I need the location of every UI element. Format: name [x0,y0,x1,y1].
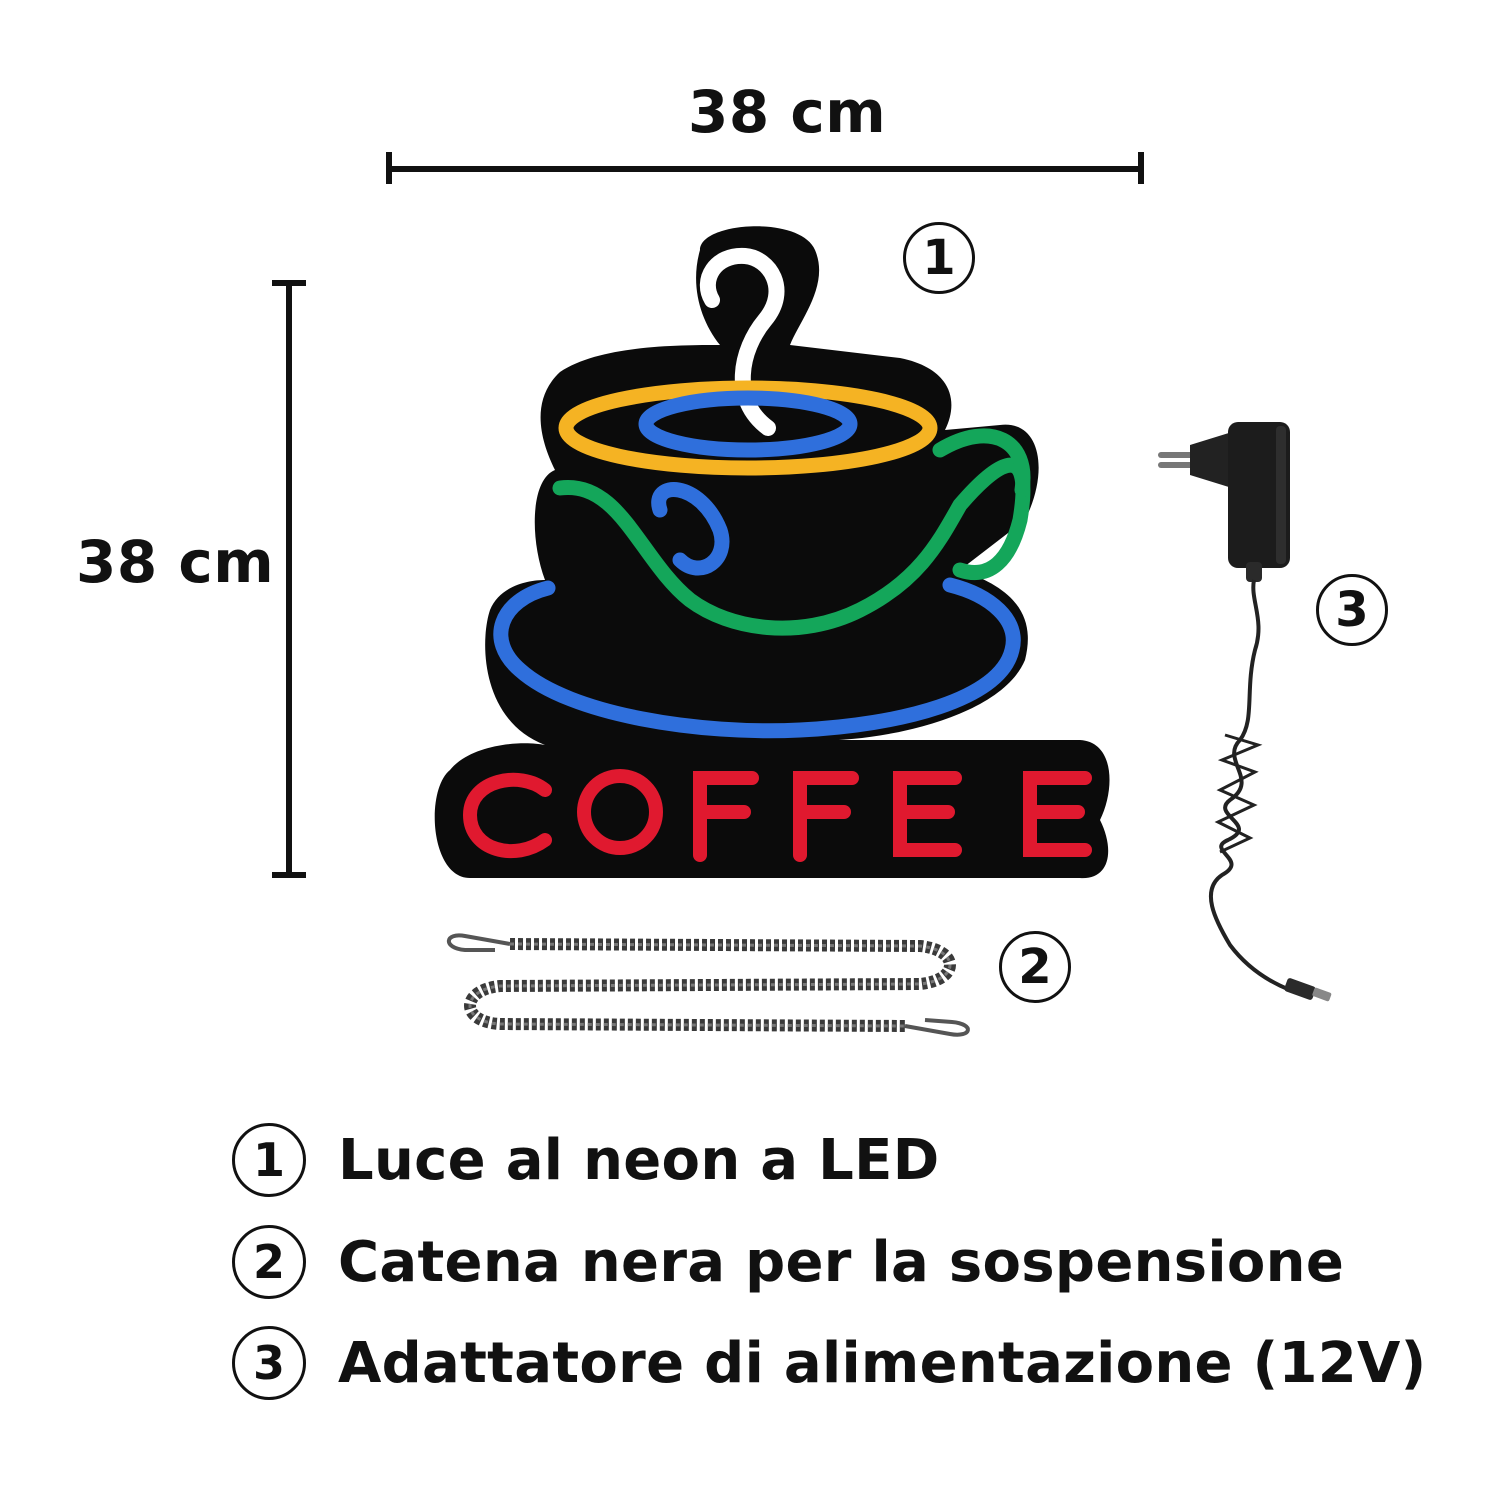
marker-sign: 1 [903,222,975,294]
saucer-neon [493,577,1021,739]
steam-neon [699,247,785,436]
height-dimension-cap-bottom [272,872,306,878]
cup-body-neon [552,457,1031,636]
adapter-prong-top [1158,452,1196,458]
hanging-chain [446,933,970,1037]
height-dimension-cap-top [272,280,306,286]
coffee-surface-neon [638,390,858,458]
legend-text-2: Catena nera per la sospensione [338,1229,1345,1295]
legend-text-1: Luce al neon a LED [338,1127,940,1193]
adapter-prong-bottom [1158,462,1196,468]
width-dimension-cap-right [1138,152,1144,184]
legend-number-1: 1 [232,1123,306,1197]
adapter-dc-tip [1312,987,1332,1002]
chain-hook-left [446,933,511,952]
letter-e2 [1023,771,1092,857]
legend-item-2: 2 Catena nera per la sospensione [232,1224,1344,1300]
power-adapter [1158,422,1332,1002]
adapter-cable-coil [1214,733,1263,854]
cup-rim-neon [558,380,938,476]
legend-number-2: 2 [232,1225,306,1299]
adapter-plug-base [1190,432,1232,488]
letter-f2 [793,771,859,862]
legend-item-1: 1 Luce al neon a LED [232,1122,940,1198]
letter-c1 [462,772,552,859]
width-dimension-label: 38 cm [688,78,887,146]
legend-item-3: 3 Adattatore di alimentazione (12V) [232,1325,1427,1401]
letter-e1 [893,771,962,857]
width-dimension-cap-left [386,152,392,184]
neon-sign [434,226,1110,879]
legend-number-3: 3 [232,1326,306,1400]
coffee-bean-neon [651,482,730,576]
cup-handle-neon [932,428,1031,498]
adapter-body-edge [1276,426,1286,564]
letter-f1 [693,771,759,862]
marker-adapter: 3 [1316,574,1388,646]
adapter-dc-plug [1284,978,1316,1000]
letter-o [577,769,663,855]
adapter-cable-strain [1246,562,1262,582]
height-dimension-label: 38 cm [76,528,275,596]
adapter-body [1228,422,1290,568]
width-dimension-bar [388,166,1142,172]
chain-strand-highlight [468,942,952,1028]
adapter-cable [1208,579,1291,992]
height-dimension-bar [286,282,292,878]
coffee-letters-neon [462,769,1092,862]
chain-hook-right [904,1018,970,1037]
marker-chain: 2 [999,931,1071,1003]
legend-text-3: Adattatore di alimentazione (12V) [338,1330,1427,1396]
